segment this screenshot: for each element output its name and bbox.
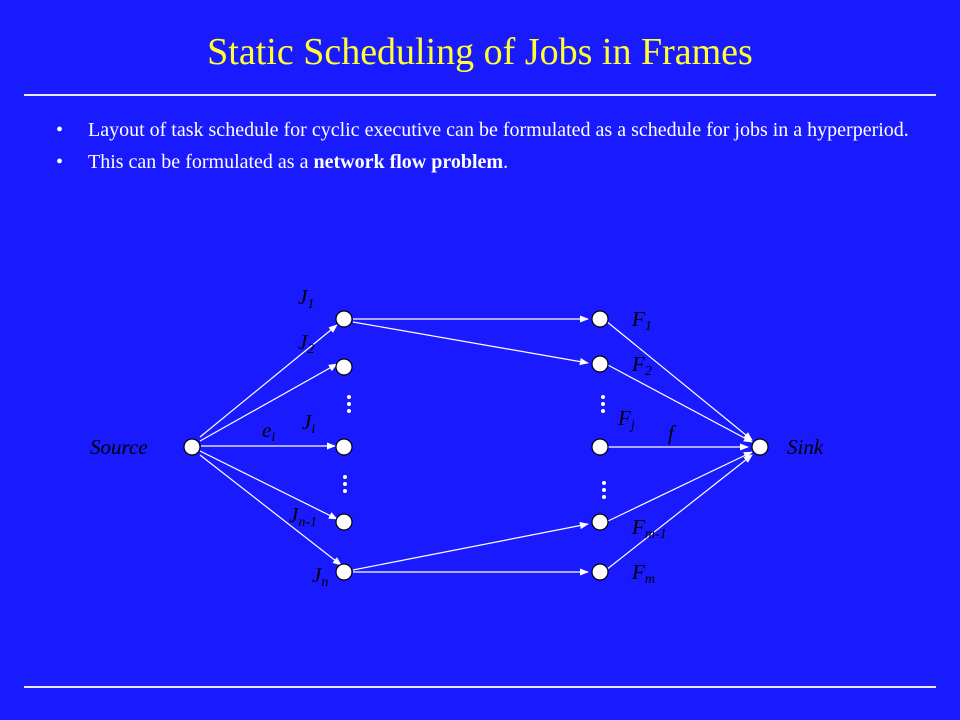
bullet-item: • This can be formulated as a network fl… — [56, 150, 916, 174]
frame-label-1: F1 — [631, 307, 652, 334]
frame-node-j — [591, 438, 609, 456]
job-node-n-1 — [335, 513, 353, 531]
bullet-text-end: . — [503, 151, 509, 173]
bottom-divider — [24, 686, 936, 688]
job-label-n: Jn — [312, 563, 328, 590]
frame-node-1 — [591, 310, 609, 328]
bullet-item: • Layout of task schedule for cyclic exe… — [56, 118, 916, 142]
frame-label-j: Fj — [617, 406, 635, 433]
sink-label: Sink — [787, 435, 824, 459]
bullet-text: Layout of task schedule for cyclic execu… — [88, 119, 909, 141]
job-node-n — [335, 563, 353, 581]
bullet-list: • Layout of task schedule for cyclic exe… — [56, 118, 916, 182]
bullet-marker: • — [56, 151, 64, 173]
bullet-marker: • — [56, 119, 64, 141]
job-label-n-1: Jn-1 — [289, 503, 317, 530]
edge-job-n-frame-m-1 — [352, 522, 589, 571]
edge-job-1-frame-2 — [352, 321, 589, 366]
edge-label-sink: f — [668, 421, 677, 445]
job-node-1 — [335, 310, 353, 328]
source-node — [183, 438, 201, 456]
edge-source-job-2 — [199, 363, 338, 442]
job-label-i: Ji — [302, 410, 315, 437]
frame-node-m-1 — [591, 513, 609, 531]
ellipsis-frames-upper — [601, 395, 605, 413]
sink-node — [751, 438, 769, 456]
ellipsis-jobs-upper — [347, 395, 351, 413]
ellipsis-jobs-lower — [343, 475, 347, 493]
source-label: Source — [90, 435, 148, 459]
edge-source-job-1 — [199, 324, 338, 438]
slide-title: Static Scheduling of Jobs in Frames — [207, 31, 753, 73]
bullet-bold-text: network flow problem — [313, 151, 504, 173]
job-label-1: J1 — [298, 285, 314, 312]
edge-frame-m-1-sink — [605, 451, 753, 523]
job-node-i — [335, 438, 353, 456]
edge-frame-m-sink — [605, 454, 753, 571]
frame-label-2: F2 — [631, 352, 652, 379]
top-divider — [24, 94, 936, 96]
edge-label-source: ei — [262, 418, 275, 445]
job-node-2 — [335, 358, 353, 376]
edge-frame-2-sink — [605, 363, 753, 443]
ellipsis-frames-lower — [602, 481, 606, 499]
frame-label-m: Fm — [631, 560, 655, 587]
edge-frame-1-sink — [605, 320, 753, 441]
frame-node-2 — [591, 355, 609, 373]
edge-source-job-n-1 — [199, 450, 338, 520]
frame-node-m — [591, 563, 609, 581]
job-label-2: J2 — [298, 330, 314, 357]
edge-source-job-n — [199, 454, 342, 566]
bullet-text: This can be formulated as a — [88, 151, 314, 173]
frame-label-m-1: Fm-1 — [631, 515, 667, 542]
